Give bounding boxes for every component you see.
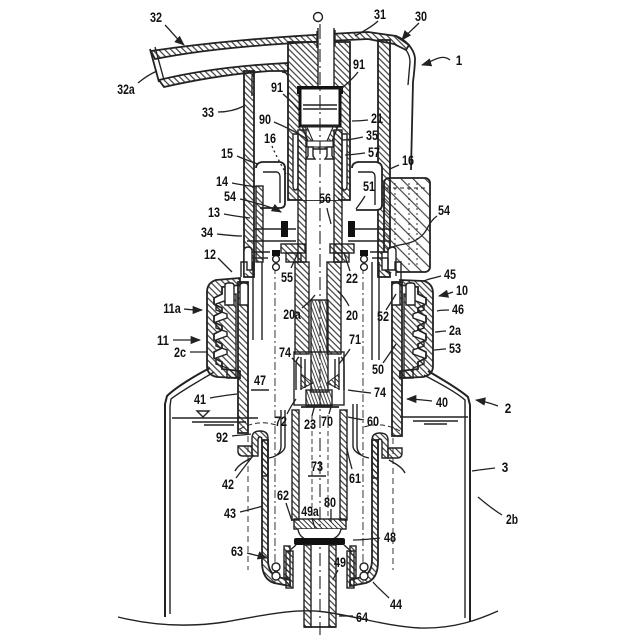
svg-text:46: 46	[452, 301, 464, 317]
svg-text:54: 54	[224, 188, 236, 204]
svg-text:43: 43	[224, 505, 236, 521]
svg-text:42: 42	[222, 476, 234, 492]
svg-text:60: 60	[367, 413, 379, 429]
svg-text:33: 33	[202, 104, 214, 120]
svg-text:20a: 20a	[283, 306, 301, 322]
svg-text:16: 16	[402, 152, 414, 168]
svg-text:80: 80	[324, 494, 336, 510]
svg-text:54: 54	[438, 202, 450, 218]
svg-text:1: 1	[456, 52, 463, 68]
svg-text:63: 63	[231, 543, 243, 559]
svg-text:16: 16	[264, 130, 276, 146]
svg-text:62: 62	[277, 487, 289, 503]
svg-text:31: 31	[374, 6, 386, 22]
svg-text:72: 72	[275, 413, 287, 429]
svg-text:90: 90	[259, 111, 271, 127]
svg-text:53: 53	[449, 340, 461, 356]
svg-text:44: 44	[390, 596, 402, 612]
svg-text:50: 50	[372, 361, 384, 377]
svg-text:32: 32	[150, 9, 162, 25]
svg-text:91: 91	[353, 56, 365, 72]
svg-text:40: 40	[436, 394, 448, 410]
svg-text:21: 21	[371, 110, 383, 126]
svg-text:34: 34	[201, 224, 213, 240]
svg-text:47: 47	[254, 372, 266, 388]
svg-text:20: 20	[346, 307, 358, 323]
svg-text:57: 57	[368, 144, 380, 160]
svg-text:32a: 32a	[117, 81, 135, 97]
svg-text:14: 14	[216, 173, 228, 189]
svg-text:11a: 11a	[163, 300, 181, 316]
svg-text:70: 70	[321, 413, 333, 429]
svg-text:23: 23	[304, 416, 316, 432]
svg-text:48: 48	[384, 529, 396, 545]
svg-text:61: 61	[349, 470, 361, 486]
svg-text:41: 41	[194, 391, 206, 407]
svg-text:45: 45	[444, 266, 456, 282]
svg-text:49: 49	[334, 554, 346, 570]
svg-text:74: 74	[374, 384, 386, 400]
svg-text:11: 11	[157, 332, 169, 348]
svg-text:2: 2	[505, 400, 512, 416]
svg-text:56: 56	[319, 190, 331, 206]
svg-text:92: 92	[216, 429, 228, 445]
svg-text:55: 55	[281, 269, 293, 285]
svg-text:13: 13	[208, 204, 220, 220]
svg-text:73: 73	[311, 458, 323, 474]
svg-text:49a: 49a	[301, 503, 319, 519]
svg-text:52: 52	[377, 308, 389, 324]
svg-text:30: 30	[415, 8, 427, 24]
svg-text:2c: 2c	[174, 344, 186, 360]
svg-text:10: 10	[456, 282, 468, 298]
svg-text:22: 22	[346, 270, 358, 286]
svg-text:51: 51	[363, 178, 375, 194]
svg-text:2b: 2b	[506, 511, 518, 527]
svg-text:91: 91	[271, 79, 283, 95]
svg-text:3: 3	[502, 459, 509, 475]
svg-text:12: 12	[204, 246, 216, 262]
svg-text:74: 74	[279, 344, 291, 360]
svg-text:64: 64	[356, 609, 368, 625]
svg-text:2a: 2a	[449, 322, 461, 338]
svg-text:35: 35	[366, 127, 378, 143]
svg-text:15: 15	[221, 145, 233, 161]
svg-text:71: 71	[349, 331, 361, 347]
